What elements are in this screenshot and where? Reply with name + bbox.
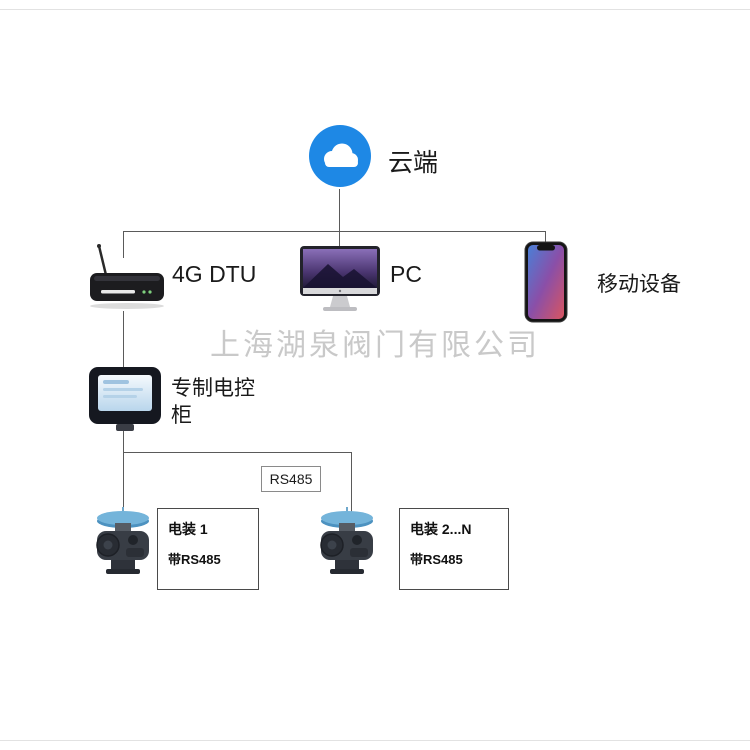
connector-drop-dtu — [123, 231, 124, 258]
actuator1-box: 电装 1 带RS485 — [157, 508, 259, 590]
phone-icon — [524, 241, 568, 328]
connector-drop-actuator1 — [123, 452, 124, 512]
connector-top-bus — [123, 231, 546, 232]
top-edge-divider — [0, 9, 750, 10]
dtu-label: 4G DTU — [172, 261, 257, 287]
connector-drop-actuator2 — [351, 452, 352, 512]
connector-cabinet-down — [123, 430, 124, 452]
cloud-icon — [308, 124, 372, 193]
connector-drop-pc — [339, 231, 340, 249]
connector-cloud-trunk — [339, 189, 340, 232]
cabinet-icon — [85, 365, 165, 438]
connector-drop-mobile — [545, 231, 546, 244]
cabinet-label: 专制电控 柜 — [171, 375, 267, 429]
actuator2-icon — [316, 506, 378, 587]
bottom-edge-divider — [0, 740, 750, 741]
cloud-label: 云端 — [388, 149, 439, 177]
mobile-label: 移动设备 — [597, 273, 681, 296]
cabinet-label-line2: 柜 — [171, 404, 192, 427]
pc-icon — [298, 246, 382, 319]
connector-rs485-bus — [123, 452, 352, 453]
connector-dtu-cabinet — [123, 311, 124, 367]
watermark-text: 上海湖泉阀门有限公司 — [210, 328, 540, 363]
rs485-label: RS485 — [269, 471, 313, 487]
actuator2-box: 电装 2...N 带RS485 — [399, 508, 509, 590]
actuator2-subtitle: 带RS485 — [410, 552, 463, 567]
actuator2-title: 电装 2...N — [410, 521, 472, 537]
actuator1-subtitle: 带RS485 — [168, 552, 221, 567]
actuator1-title: 电装 1 — [168, 521, 208, 537]
cabinet-label-line1: 专制电控 — [171, 377, 255, 400]
rs485-tag: RS485 — [261, 466, 321, 492]
router-icon — [86, 243, 168, 318]
pc-label: PC — [390, 261, 422, 287]
actuator1-icon — [92, 506, 154, 587]
